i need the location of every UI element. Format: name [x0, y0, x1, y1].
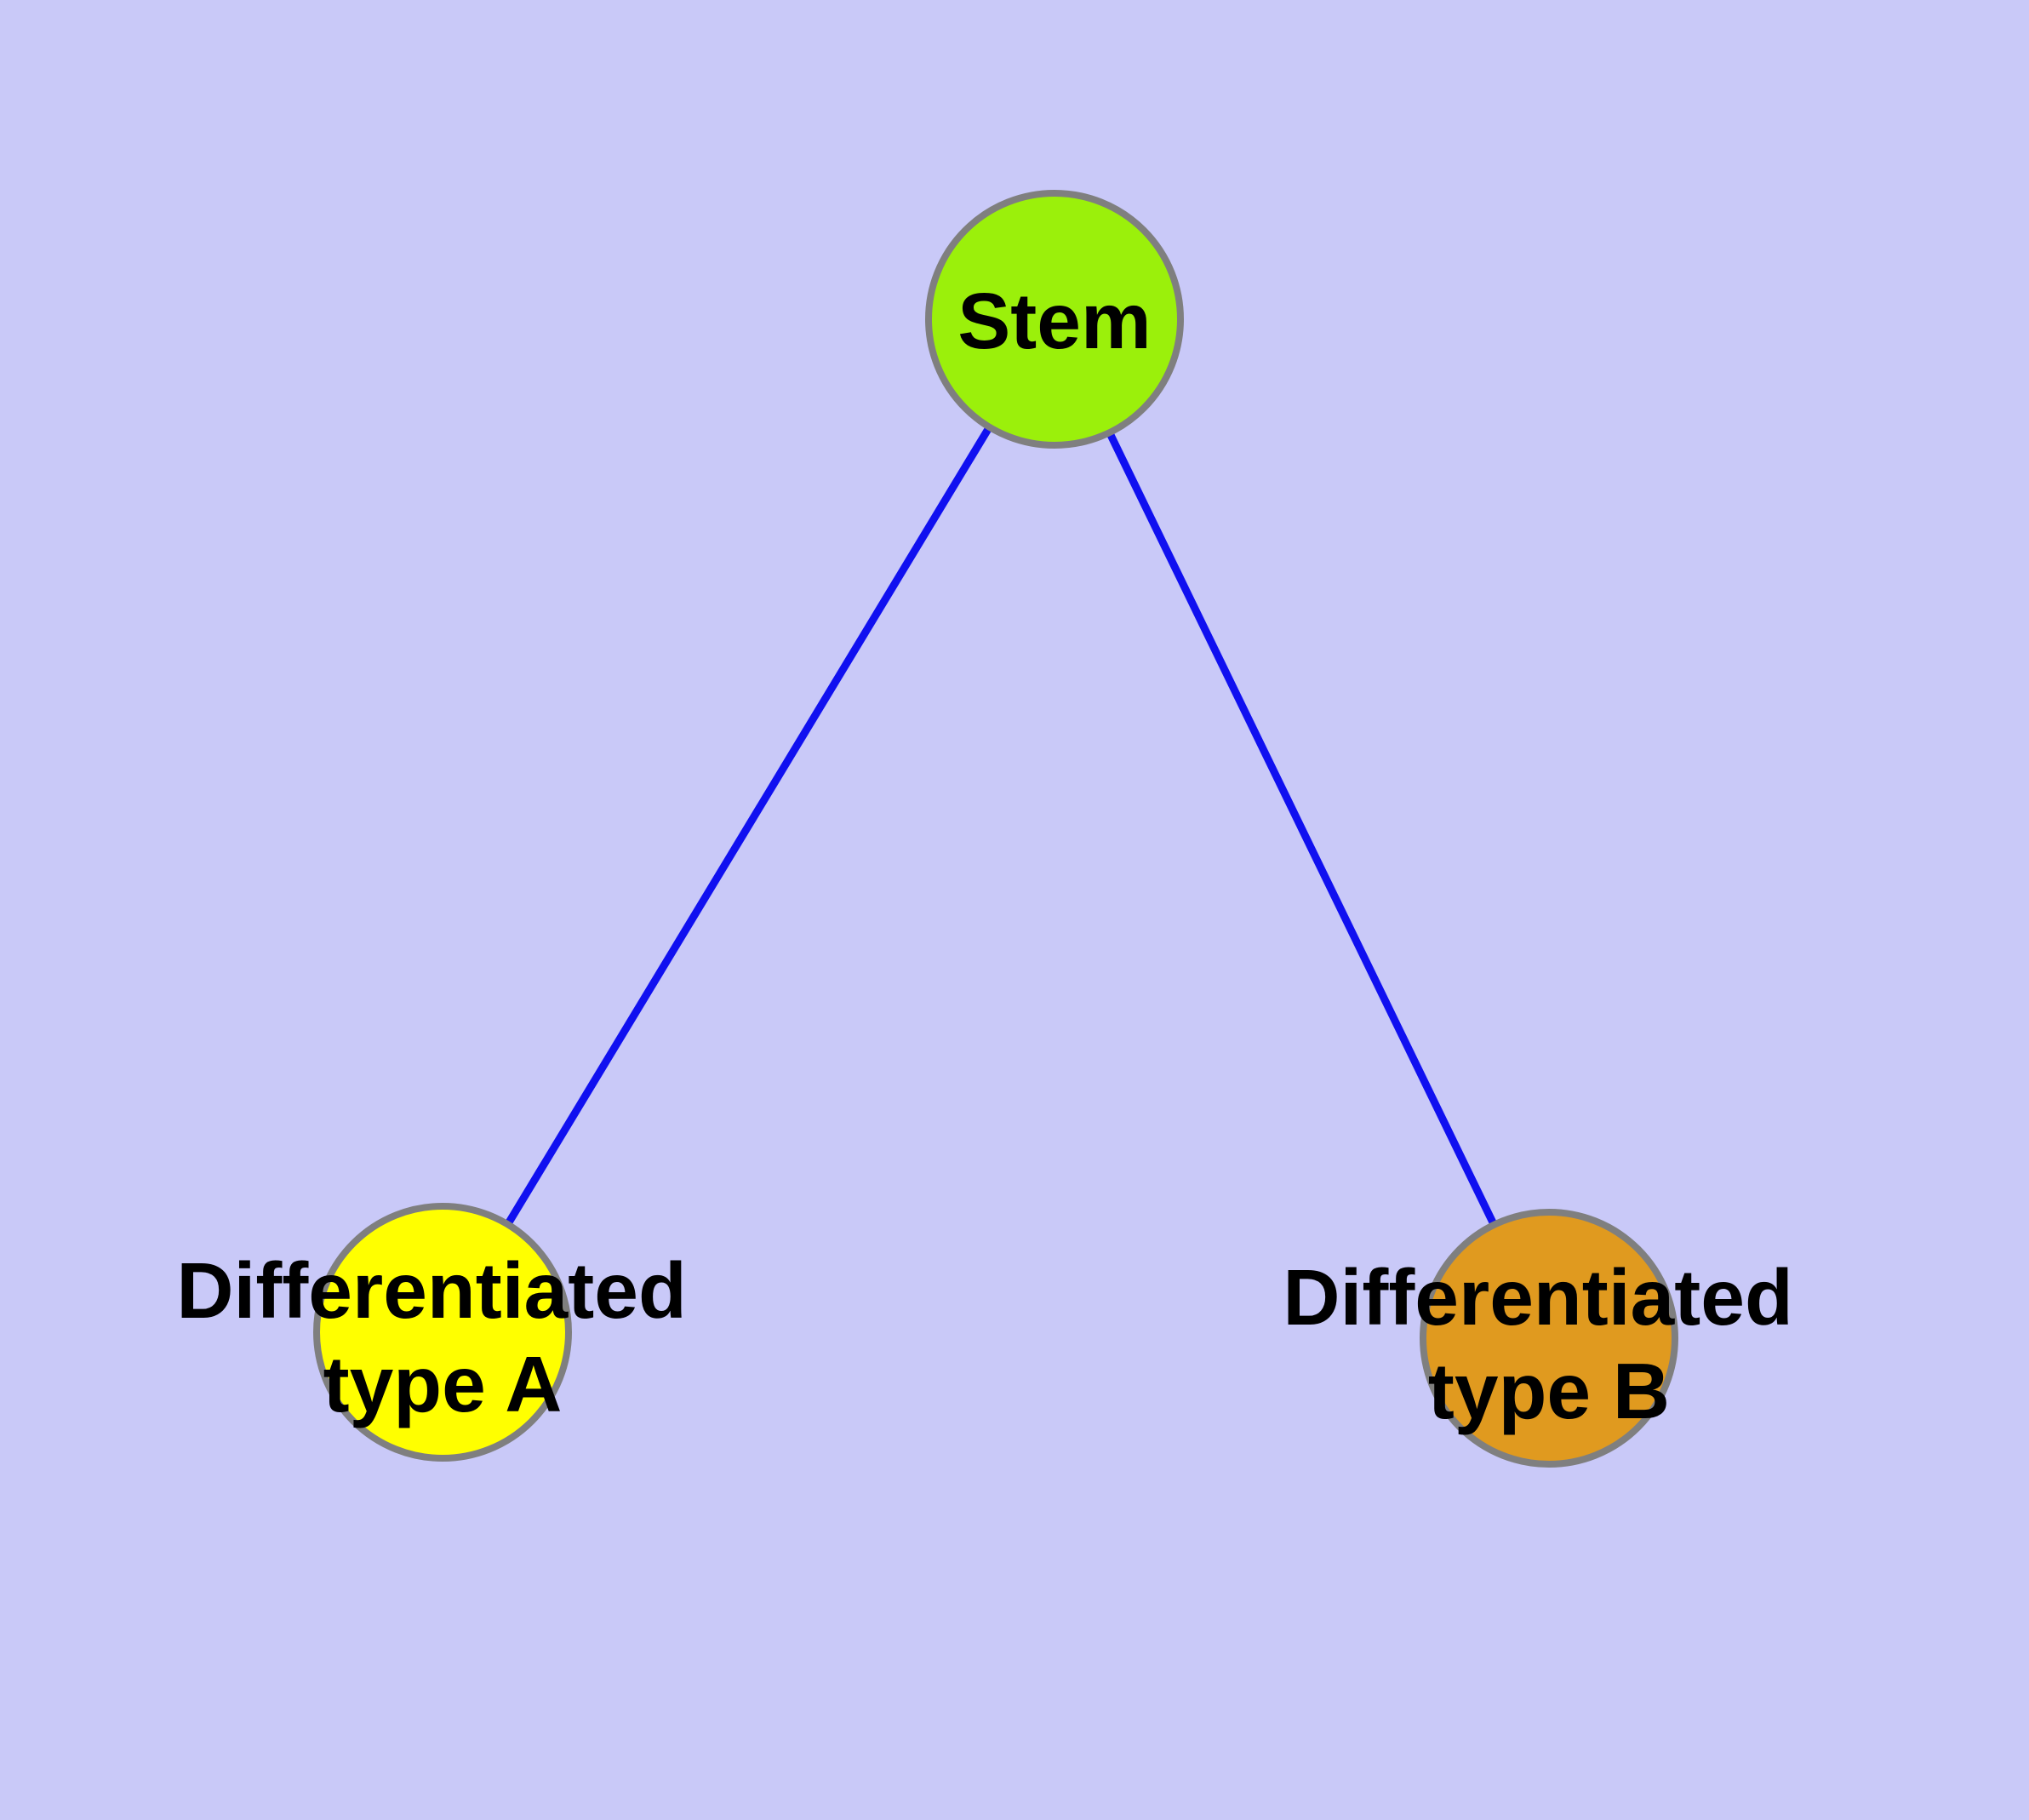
- node-stem-label: Stem: [957, 277, 1151, 365]
- edge-stem-to-type-a[interactable]: [439, 317, 1058, 1335]
- node-type-b-label-line2: type B: [1428, 1347, 1670, 1435]
- node-type-a-label-line1: Differentiated: [176, 1246, 686, 1335]
- node-type-a-label: Differentiated type A: [176, 1246, 708, 1428]
- node-type-a-circle[interactable]: [313, 1203, 572, 1462]
- node-type-b-label-line1: Differentiated: [1283, 1253, 1792, 1342]
- edge-stem-to-type-b[interactable]: [1050, 318, 1553, 1340]
- node-type-a-label-line2: type A: [323, 1340, 563, 1428]
- node-type-b-circle[interactable]: [1420, 1209, 1678, 1468]
- node-type-b-label: Differentiated type B: [1283, 1253, 1815, 1435]
- node-stem-circle[interactable]: [925, 190, 1184, 449]
